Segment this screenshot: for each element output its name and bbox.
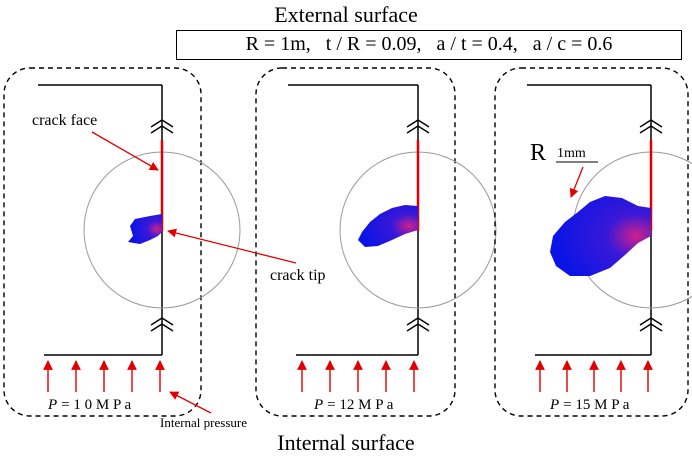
param-r: R = 1m [245, 33, 306, 55]
break-symbol-top [150, 119, 174, 134]
parameter-box: R = 1m, t / R = 0.09, a / t = 0.4, a / c… [176, 30, 682, 60]
break-symbol-bottom [639, 317, 663, 332]
crack-face-label: crack face [32, 112, 97, 129]
external-surface-title: External surface [274, 2, 418, 27]
panel-frame [494, 67, 689, 417]
pressure-arrows [43, 360, 165, 392]
panel-frame [3, 67, 202, 417]
break-symbol-bottom [406, 317, 430, 332]
pressure-arrows [297, 360, 419, 392]
crack-tip-label: crack tip [270, 267, 326, 284]
panel-3: P= 15 M P a R 1mm [494, 67, 692, 417]
plastic-zone [358, 205, 418, 247]
internal-pressure-arrow [169, 391, 212, 414]
panel-2: P= 12 M P a [255, 67, 497, 417]
param-a-over-c: a / c = 0.6 [532, 33, 613, 55]
crack-face-arrow [91, 131, 159, 171]
param-t-over-r: t / R = 0.09 [325, 33, 417, 55]
panel-frame [255, 67, 456, 417]
plastic-zone [128, 214, 162, 244]
plastic-zone [550, 196, 651, 276]
pressure-arrows [535, 360, 653, 392]
radius-arrow [569, 166, 584, 198]
pressure-label-2: P= 12 M P a [313, 397, 394, 413]
param-a-over-t: a / t = 0.4 [436, 33, 513, 55]
internal-surface-title: Internal surface [277, 430, 415, 455]
pressure-label-3: P= 15 M P a [549, 397, 630, 413]
break-symbol-bottom [150, 317, 174, 332]
pressure-label-1: P= 1 0 M P a [47, 397, 132, 413]
radius-symbol: R [530, 140, 546, 166]
break-symbol-top [406, 119, 430, 134]
panel-1: P= 1 0 M P a [3, 67, 241, 417]
break-symbol-top [639, 119, 663, 134]
crack-tip-arrow [167, 228, 297, 264]
radius-value: 1mm [557, 146, 586, 161]
internal-pressure-label: Internal pressure [160, 415, 247, 430]
